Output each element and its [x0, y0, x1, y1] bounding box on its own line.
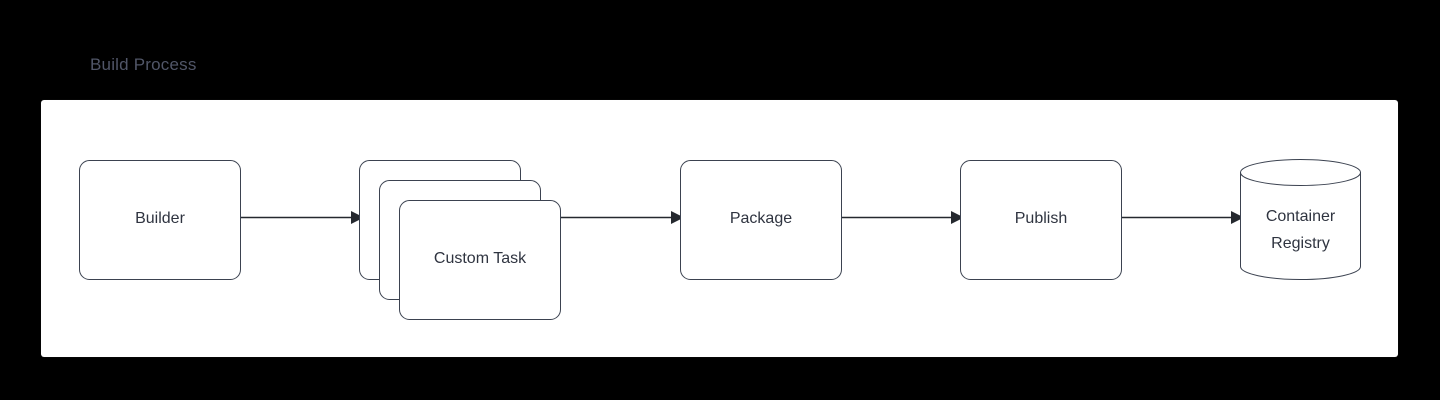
page-title: Build Process — [90, 55, 197, 74]
diagram-canvas — [41, 100, 1398, 357]
